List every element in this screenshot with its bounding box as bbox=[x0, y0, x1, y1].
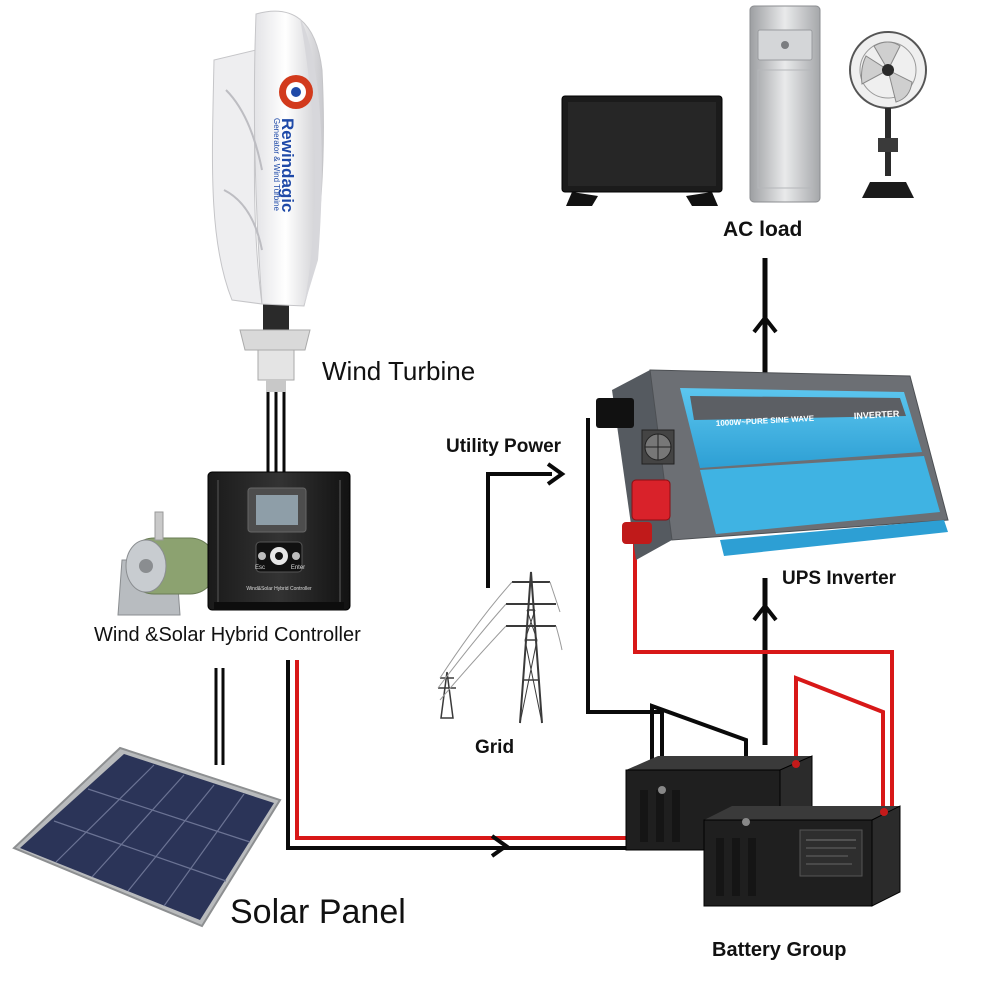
solar-panel-icon bbox=[12, 746, 282, 928]
label-ups-inverter: UPS Inverter bbox=[782, 568, 897, 589]
controller-icon bbox=[207, 471, 351, 611]
standing-fan-icon bbox=[849, 31, 927, 198]
arrow-to-batteries bbox=[490, 834, 510, 858]
inverter-icon bbox=[596, 369, 949, 560]
resistor-icon bbox=[117, 511, 217, 616]
controller-name-label: Wind&Solar Hybrid Controller bbox=[246, 586, 312, 592]
label-grid: Grid bbox=[475, 737, 514, 758]
label-controller: Wind &Solar Hybrid Controller bbox=[94, 624, 361, 646]
flow-arrows bbox=[490, 314, 778, 858]
wires bbox=[214, 258, 894, 850]
turbine-brand: Rewindagic bbox=[278, 118, 297, 212]
label-ac-load: AC load bbox=[723, 218, 802, 241]
label-solar-panel: Solar Panel bbox=[230, 893, 406, 931]
wind-turbine-icon bbox=[211, 10, 324, 392]
battery-front-icon bbox=[703, 805, 901, 907]
turbine-tagline: Generator & Wind Turbine bbox=[272, 118, 281, 211]
arrow-to-ac-load bbox=[752, 314, 778, 334]
tv-icon bbox=[561, 95, 723, 206]
label-battery-group: Battery Group bbox=[712, 939, 846, 961]
grid-tower-icon bbox=[437, 571, 563, 724]
air-conditioner-icon bbox=[749, 5, 821, 203]
label-utility-power: Utility Power bbox=[446, 436, 562, 457]
arrow-to-inverter bbox=[752, 602, 778, 622]
label-wind-turbine: Wind Turbine bbox=[322, 356, 475, 386]
controller-esc-label: Esc bbox=[255, 565, 265, 571]
arrow-utility-power bbox=[546, 462, 566, 486]
inverter-word-text: INVERTER bbox=[854, 409, 900, 421]
controller-enter-label: Enter bbox=[291, 565, 305, 571]
